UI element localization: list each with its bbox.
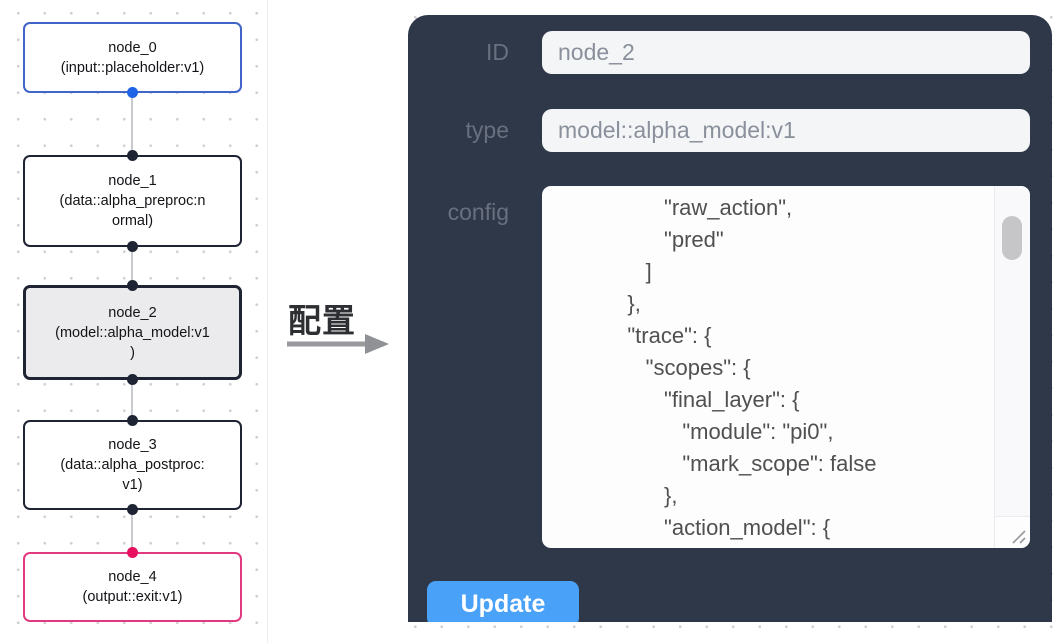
node-subtitle: (data::alpha_postproc: v1) [60, 457, 205, 493]
config-scrollbar-track[interactable] [994, 186, 1030, 516]
port-node_0-output[interactable] [127, 87, 138, 98]
type-input[interactable] [542, 109, 1030, 152]
node-label: node_4(output::exit:v1) [83, 567, 183, 607]
node-title: node_4 [108, 569, 157, 585]
config-editor[interactable]: "raw_action", "pred" ] }, "trace": { "sc… [542, 186, 1030, 548]
edge-node3-node4 [131, 510, 133, 552]
flow-canvas[interactable]: node_0(input::placeholder:v1) node_1(dat… [0, 0, 268, 643]
configure-annotation: 配置 [288, 302, 356, 339]
flow-node-node_2[interactable]: node_2(model::alpha_model:v1 ) [23, 285, 242, 380]
node-subtitle: (data::alpha_preproc:n ormal) [59, 193, 206, 229]
node-subtitle: (model::alpha_model:v1 ) [55, 324, 210, 361]
id-label: ID [486, 39, 509, 65]
port-node_4-input[interactable] [127, 547, 138, 558]
node-label: node_3(data::alpha_postproc: v1) [60, 435, 204, 495]
node-label: node_0(input::placeholder:v1) [61, 38, 204, 78]
port-node_1-output[interactable] [127, 241, 138, 252]
edge-node1-node2 [131, 247, 133, 285]
resize-handle-icon[interactable] [1009, 527, 1027, 545]
edge-node0-node1 [131, 93, 133, 155]
node-title: node_2 [108, 304, 157, 321]
port-node_3-input[interactable] [127, 415, 138, 426]
id-input[interactable] [542, 31, 1030, 74]
node-subtitle: (output::exit:v1) [82, 589, 183, 605]
type-label: type [465, 117, 509, 143]
flow-node-node_4[interactable]: node_4(output::exit:v1) [23, 552, 242, 622]
node-label: node_2(model::alpha_model:v1 ) [55, 303, 210, 363]
config-scrollbar-thumb[interactable] [1002, 216, 1022, 260]
node-label: node_1(data::alpha_preproc:n ormal) [60, 171, 206, 231]
config-json-text[interactable]: "raw_action", "pred" ] }, "trace": { "sc… [627, 195, 877, 540]
port-node_2-input[interactable] [127, 280, 138, 291]
flow-node-node_1[interactable]: node_1(data::alpha_preproc:n ormal) [23, 155, 242, 247]
arrow-right-icon [287, 334, 389, 354]
flow-node-node_3[interactable]: node_3(data::alpha_postproc: v1) [23, 420, 242, 510]
annotation-strip [269, 0, 396, 643]
node-title: node_0 [108, 39, 157, 56]
port-node_2-output[interactable] [127, 374, 138, 385]
edge-node2-node3 [131, 380, 133, 420]
node-config-panel: ID type config "raw_action", "pred" ] },… [408, 15, 1052, 622]
node-title: node_1 [108, 173, 157, 189]
config-label: config [447, 199, 509, 225]
flow-node-node_0[interactable]: node_0(input::placeholder:v1) [23, 22, 242, 93]
port-node_1-input[interactable] [127, 150, 138, 161]
node-title: node_3 [108, 437, 157, 453]
update-button[interactable]: Update [427, 581, 579, 622]
node-subtitle: (input::placeholder:v1) [60, 59, 205, 76]
port-node_3-output[interactable] [127, 504, 138, 515]
config-scrollbar-corner [994, 516, 1030, 548]
